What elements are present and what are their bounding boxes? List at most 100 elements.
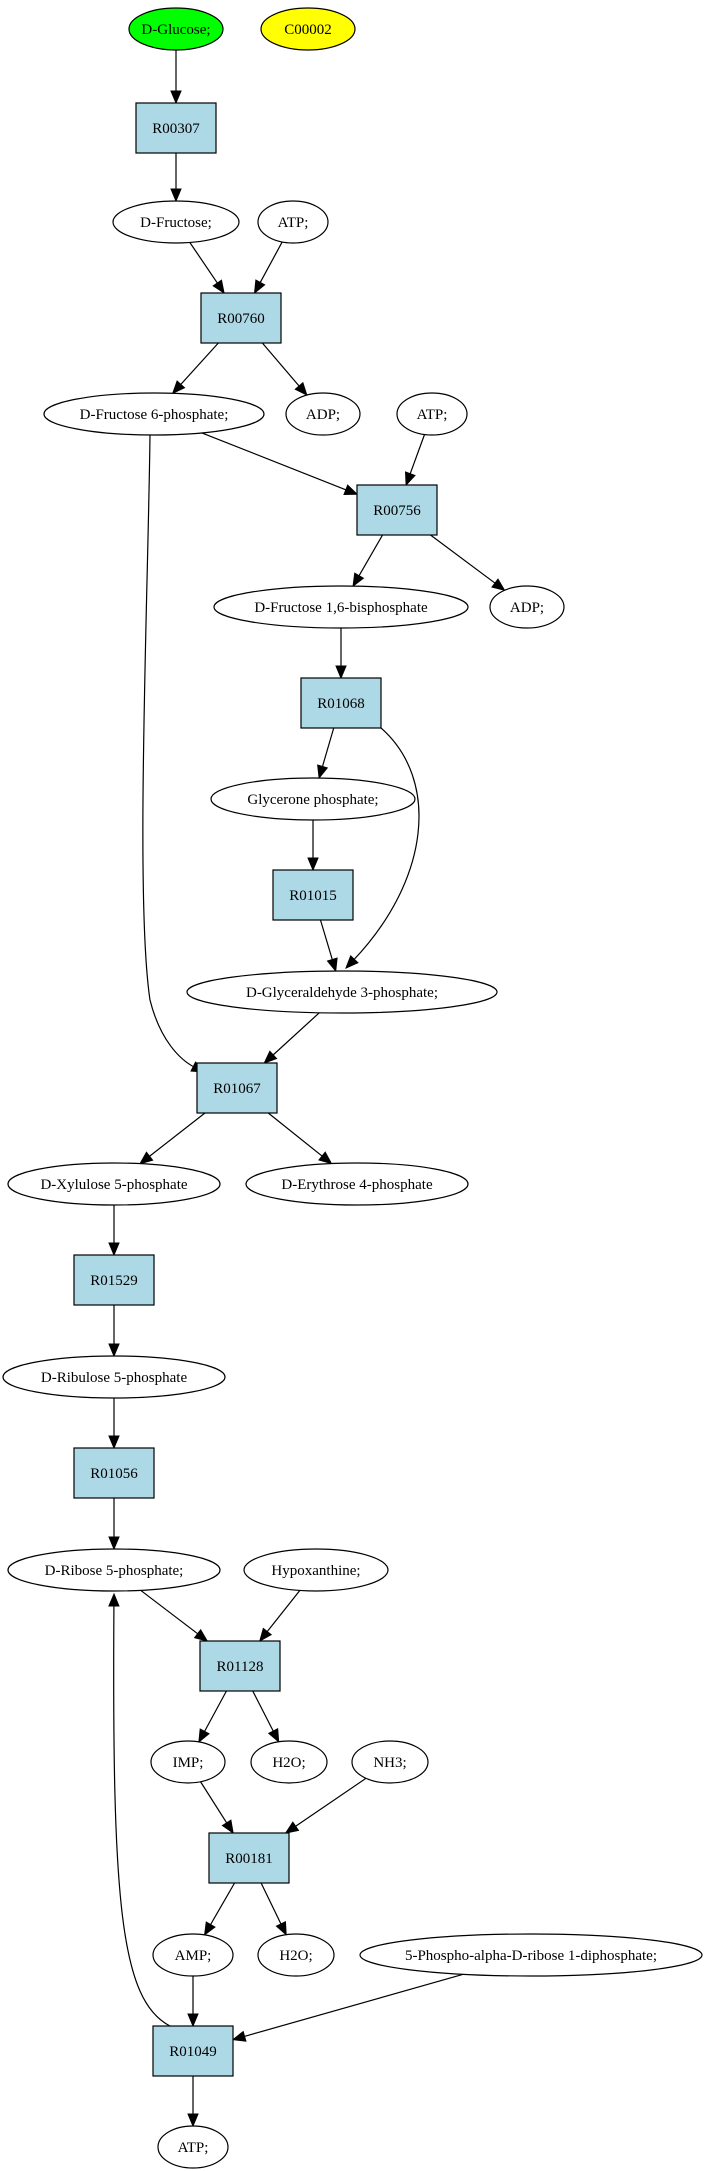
edge-atp1-to-r00760 [253,241,283,295]
compound-node-ru5p[interactable]: D-Ribulose 5-phosphate [2,1355,226,1399]
compound-ellipse [396,392,468,436]
edge-line [189,242,219,286]
edge-r00760-to-f6p [171,342,219,395]
arrowhead [187,2113,199,2128]
arrowhead [170,188,182,203]
compound-node-atp3[interactable]: ATP; [157,2125,229,2169]
edge-r00181-to-amp [203,1882,236,1937]
edge-g3p-to-r01067 [263,1012,320,1064]
reaction-node-r00181[interactable]: R00181 [208,1832,290,1884]
compound-node-fbp[interactable]: D-Fructose 1,6-bisphosphate [213,585,469,629]
compound-node-e4p[interactable]: D-Erythrose 4-phosphate [245,1162,469,1206]
node-label: NH3; [373,1755,406,1771]
edge-glc-to-r00307 [170,50,182,105]
edge-r00307-to-fru [170,153,182,203]
arrowhead [198,1728,210,1744]
arrowhead [203,1921,216,1937]
reaction-node-r01049[interactable]: R01049 [152,2025,234,2077]
node-label: ADP; [306,407,340,423]
reaction-node-r00760[interactable]: R00760 [200,292,282,344]
compound-node-atp1[interactable]: ATP; [257,200,329,244]
node-label: H2O; [272,1755,305,1771]
reaction-node-r00756[interactable]: R00756 [356,484,438,536]
edge-line [113,1603,171,2027]
reaction-box [196,1062,278,1114]
edge-r00756-to-adp2 [430,534,506,592]
compound-node-dhap[interactable]: Glycerone phosphate; [210,777,416,821]
compound-node-atp2[interactable]: ATP; [396,392,468,436]
compound-ellipse [210,777,416,821]
compound-node-adp2[interactable]: ADP; [489,585,565,629]
reaction-node-r01067[interactable]: R01067 [196,1062,278,1114]
arrowhead [193,1628,209,1642]
edge-r00760-to-adp1 [261,342,308,397]
compound-ellipse [359,1933,703,1977]
compound-node-h2o2[interactable]: H2O; [257,1933,335,1977]
reaction-box [135,102,217,154]
arrowhead [491,578,506,592]
compound-node-r5p[interactable]: D-Ribose 5-phosphate; [7,1548,221,1592]
compound-node-fru[interactable]: D-Fructose; [112,200,240,244]
compound-node-f6p[interactable]: D-Fructose 6-phosphate; [43,392,265,436]
arrowhead [108,1592,120,1607]
compound-node-glc[interactable]: D-Glucose; [128,7,224,51]
compound-node-h2o1[interactable]: H2O; [250,1740,328,1784]
compound-node-g3p[interactable]: D-Glyceraldehyde 3-phosphate; [186,970,498,1014]
node-label: D-Glucose; [141,22,210,38]
reaction-node-r01529[interactable]: R01529 [73,1254,155,1306]
compound-node-amp[interactable]: AMP; [152,1933,234,1977]
node-label: D-Glyceraldehyde 3-phosphate; [246,985,438,1001]
edge-r00756-to-fbp [352,534,384,588]
node-label: Hypoxanthine; [271,1563,360,1579]
arrowhead [108,1435,120,1450]
arrowhead [170,90,182,105]
edge-line [271,1012,320,1057]
compound-node-adp1[interactable]: ADP; [285,392,361,436]
edge-line [142,434,196,1069]
compound-node-xu5p[interactable]: D-Xylulose 5-phosphate [7,1162,221,1206]
reaction-box [300,677,382,729]
edge-line [352,727,420,962]
compound-node-nh3[interactable]: NH3; [351,1740,429,1784]
node-label: R01015 [289,888,337,904]
compound-node-prpp[interactable]: 5-Phospho-alpha-D-ribose 1-diphosphate; [359,1933,703,1977]
reaction-node-r00307[interactable]: R00307 [135,102,217,154]
reaction-node-r01015[interactable]: R01015 [272,869,354,921]
reaction-node-r01068[interactable]: R01068 [300,677,382,729]
compound-node-hyp[interactable]: Hypoxanthine; [243,1548,389,1592]
compound-ellipse [257,200,329,244]
arrowhead [187,2013,199,2028]
compound-node-imp[interactable]: IMP; [150,1740,226,1784]
compound-ellipse [351,1740,429,1784]
arrowhead [212,279,225,295]
edge-line [319,919,334,962]
compound-ellipse [157,2125,229,2169]
arrowhead [404,471,416,487]
reaction-node-r01056[interactable]: R01056 [73,1447,155,1499]
compound-ellipse [245,1162,469,1206]
edge-line [321,727,335,769]
reaction-box [272,869,354,921]
arrowhead [267,1728,280,1743]
edge-f6p-to-r00756 [201,432,359,495]
compound-ellipse [7,1548,221,1592]
reaction-node-r01128[interactable]: R01128 [199,1640,281,1692]
edge-line [209,1882,236,1927]
arrowhead [294,381,308,397]
edge-line [179,342,219,387]
compound-ellipse [112,200,240,244]
arrowhead [258,1627,273,1643]
edge-prpp-to-r01049 [231,1973,464,2042]
reaction-box [208,1832,290,1884]
compound-ellipse [128,7,224,51]
edge-r01056-to-r5p [108,1498,120,1551]
edge-line [258,241,283,285]
compound-ellipse [489,585,565,629]
compound-node-c00002[interactable]: C00002 [260,7,356,51]
arrowhead [221,1819,234,1835]
arrowhead [108,1242,120,1257]
node-label: R01067 [213,1081,261,1097]
edge-line [203,1690,227,1734]
